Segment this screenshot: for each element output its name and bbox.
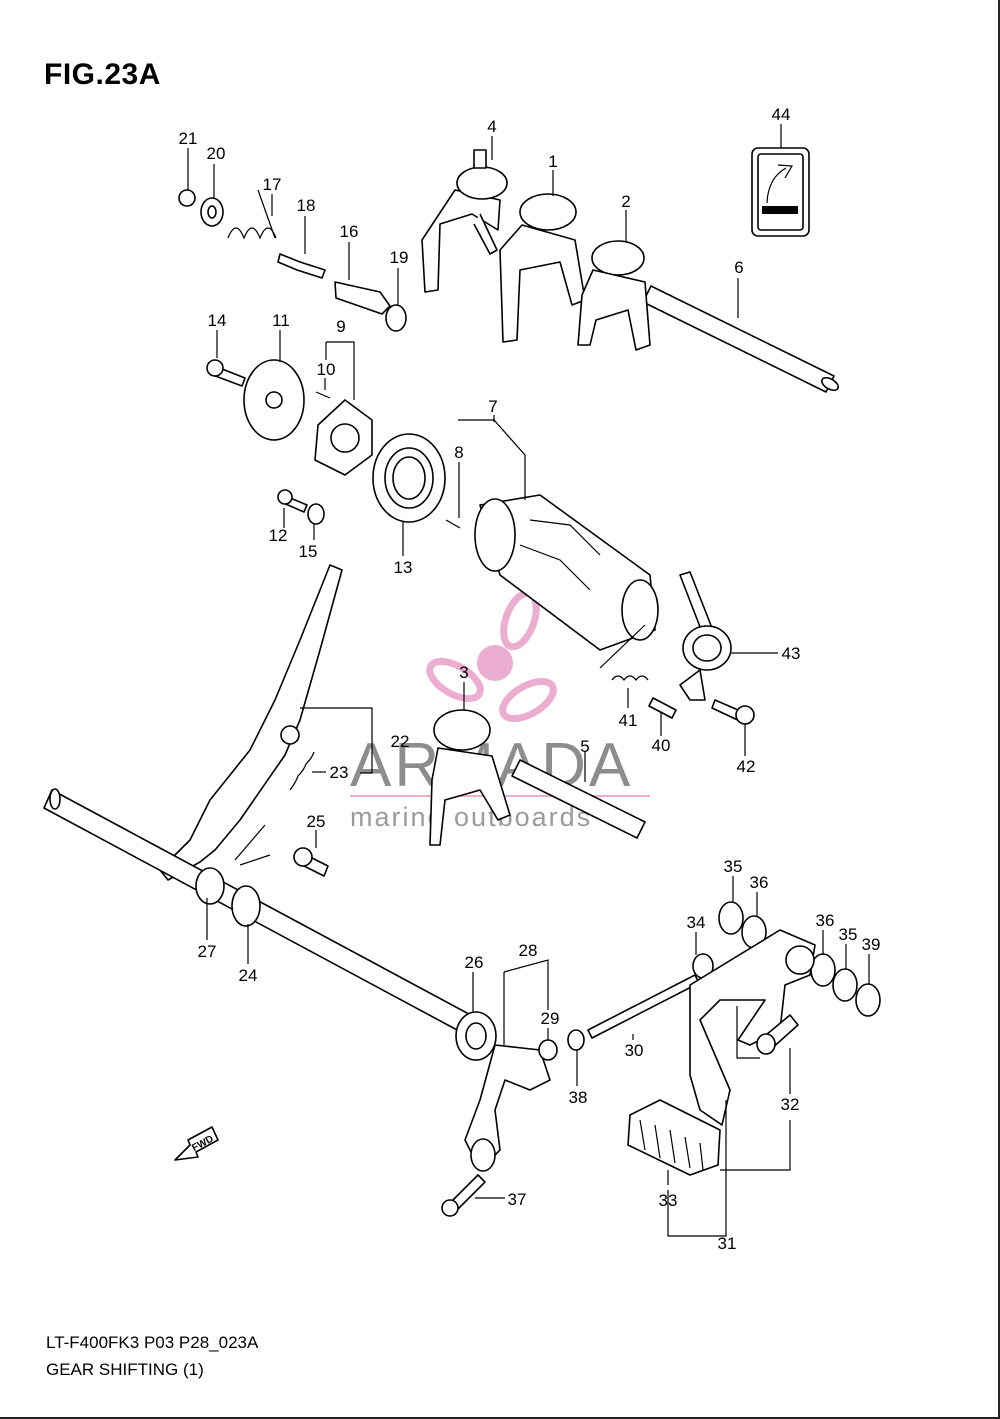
shift-cam-assembly: [206, 359, 373, 476]
callout-29: 29: [541, 1009, 560, 1028]
callout-8: 8: [454, 443, 463, 462]
part-6-fork-shaft: [642, 285, 839, 393]
callout-19: 19: [390, 248, 409, 267]
propeller-logo: [426, 589, 557, 723]
part-24-gearshift-shaft: [43, 788, 481, 1039]
part-2-shift-fork: [577, 240, 651, 351]
part-44-label-card: [751, 147, 810, 237]
callout-38: 38: [569, 1088, 588, 1107]
callout-2: 2: [621, 192, 630, 211]
washers-35-36-39: [718, 901, 881, 1017]
part-28-gearshift-link-arm: [464, 1039, 558, 1172]
part-5-fork-shaft: [511, 759, 646, 839]
watermark-tagline: marine outboards: [350, 802, 592, 832]
part-37-bolt: [441, 1174, 486, 1217]
callout-35a: 35: [724, 857, 743, 876]
callout-21: 21: [179, 129, 198, 148]
part-22-gearshift-arm: [159, 564, 343, 881]
callout-32: 32: [781, 1095, 800, 1114]
callout-18: 18: [297, 196, 316, 215]
callout-14: 14: [208, 311, 227, 330]
callout-36a: 36: [750, 873, 769, 892]
callout-6: 6: [734, 258, 743, 277]
callout-11: 11: [272, 311, 290, 330]
part-33-pedal-rubber: [627, 1099, 721, 1176]
section-name: GEAR SHIFTING (1): [46, 1360, 204, 1379]
parts-41-42-43: [611, 675, 755, 725]
part-31-gearshift-pedal: [689, 929, 816, 1126]
small-hardware-top-left: [178, 189, 407, 332]
parts-12-15-bolt-washer: [277, 489, 325, 525]
part-7-gearshift-cam: [445, 494, 659, 651]
callout-34: 34: [687, 913, 706, 932]
callout-10: 10: [317, 360, 336, 379]
callout-12: 12: [269, 526, 288, 545]
forward-direction-arrow: FWD: [174, 1126, 219, 1161]
callout-9: 9: [336, 317, 345, 336]
callout-7: 7: [488, 397, 497, 416]
callout-36b: 36: [816, 911, 835, 930]
part-1-shift-fork: [499, 193, 586, 343]
callout-44: 44: [772, 105, 791, 124]
callout-30: 30: [625, 1041, 644, 1060]
callout-3: 3: [459, 663, 468, 682]
part-13-bearing: [372, 433, 446, 523]
callout-22: 22: [391, 732, 410, 751]
callout-15: 15: [299, 542, 318, 561]
callout-17: 17: [263, 175, 282, 194]
callout-28: 28: [519, 941, 538, 960]
callout-5: 5: [580, 737, 589, 756]
callout-33: 33: [659, 1191, 678, 1210]
model-code: LT-F400FK3 P03 P28_023A: [46, 1333, 259, 1352]
callout-1: 1: [548, 152, 557, 171]
callout-42: 41: [619, 711, 638, 730]
callout-31: 31: [718, 1234, 737, 1253]
callout-23: 23: [330, 763, 349, 782]
callout-4: 4: [487, 117, 496, 136]
leader-lines: [187, 124, 870, 1237]
callout-20: 20: [207, 144, 226, 163]
figure-title: FIG.23A: [44, 58, 161, 91]
callout-27: 27: [198, 942, 217, 961]
callout-labels: 44 4 1 2 6 21 20 17 18 16 19 14 11 9 10 …: [179, 105, 881, 1253]
callout-39: 39: [862, 935, 881, 954]
callout-24: 24: [239, 966, 258, 985]
part-4-shift-fork: [421, 149, 508, 293]
part-26-oil-seal: [455, 1011, 497, 1061]
callout-37: 37: [508, 1190, 527, 1209]
part-40-stopper: [679, 571, 732, 701]
callout-43: 42: [737, 757, 756, 776]
callout-13: 13: [394, 558, 413, 577]
callout-16: 16: [340, 222, 359, 241]
callout-25: 25: [307, 812, 326, 831]
callout-26: 26: [465, 953, 484, 972]
parts-23-25: [289, 751, 329, 877]
callout-41: 40: [652, 736, 671, 755]
part-3-shift-fork: [429, 709, 511, 846]
callout-40: 43: [782, 644, 801, 663]
callout-35b: 35: [839, 925, 858, 944]
part-32-bolt: [756, 1014, 799, 1055]
